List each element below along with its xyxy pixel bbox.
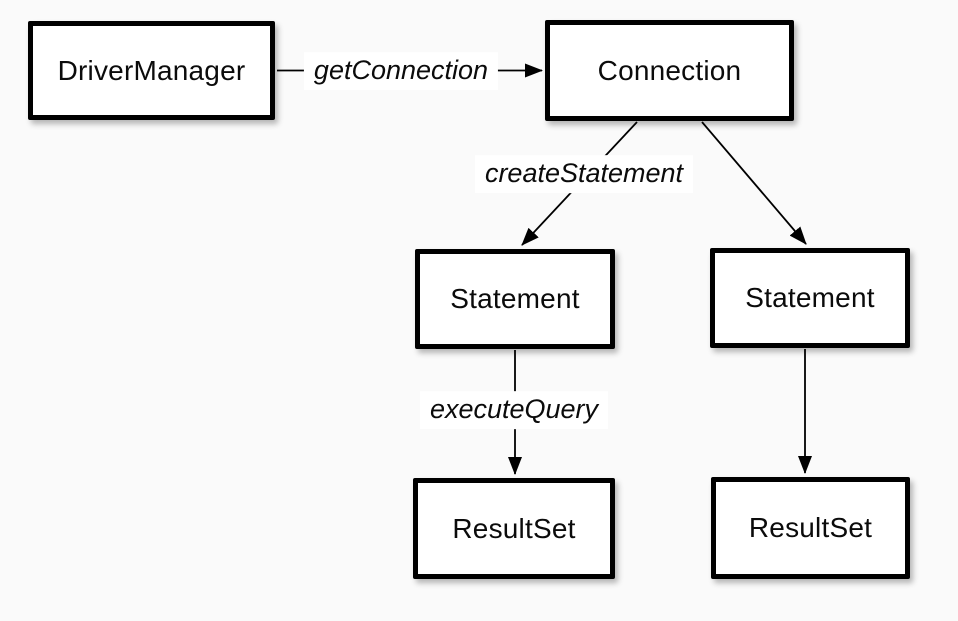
node-drivermanager: DriverManager [28, 21, 275, 120]
node-statement-left-label: Statement [450, 283, 580, 314]
node-resultset-right-label: ResultSet [748, 512, 873, 543]
edge-label-createstatement: createStatement [474, 155, 694, 193]
edge-connection-to-statement-right [701, 121, 807, 245]
node-statement-right-label: Statement [745, 282, 875, 313]
node-connection-label: Connection [597, 54, 742, 86]
node-statement-left: Statement [415, 249, 615, 349]
node-resultset-left: ResultSet [413, 478, 615, 579]
edge-label-executequery: executeQuery [419, 391, 609, 429]
node-statement-right: Statement [710, 248, 910, 348]
node-connection: Connection [545, 20, 794, 121]
node-drivermanager-label: DriverManager [57, 54, 246, 86]
node-resultset-left-label: ResultSet [452, 512, 576, 544]
edge-label-getconnection: getConnection [303, 52, 499, 90]
node-resultset-right: ResultSet [711, 477, 910, 579]
